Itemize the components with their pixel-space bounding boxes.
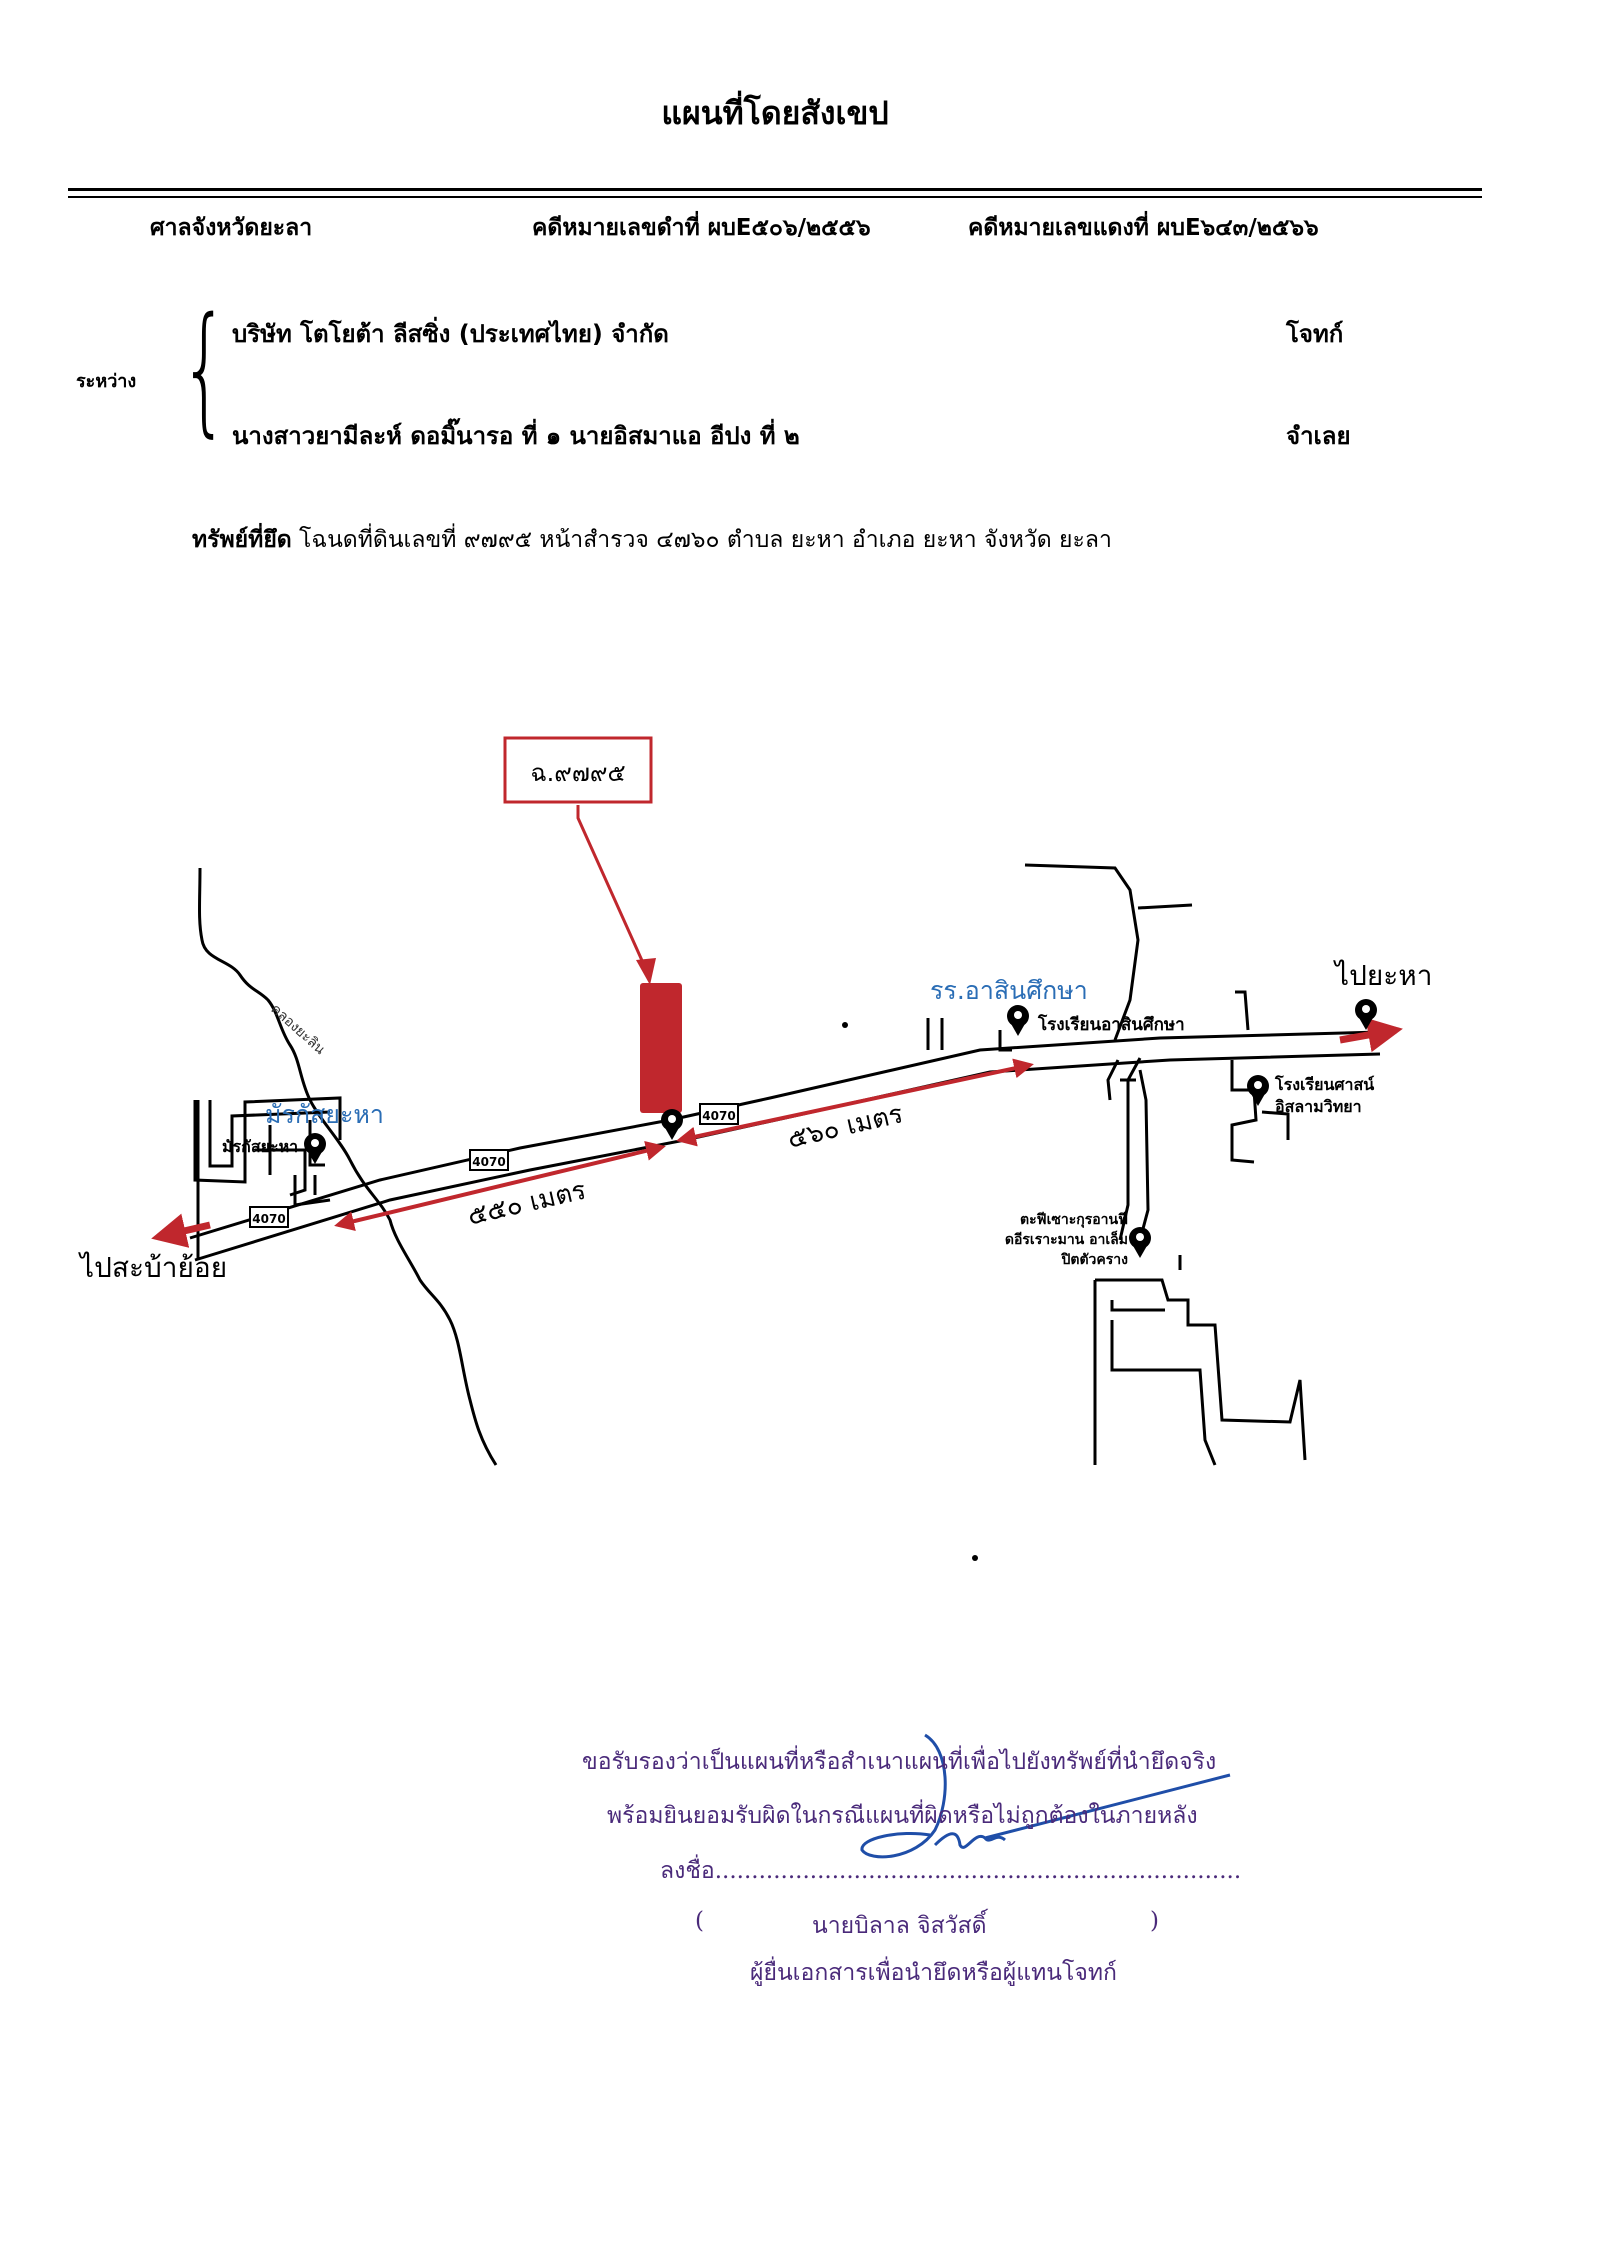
east-local-roads bbox=[926, 863, 1307, 1466]
scan-dot bbox=[842, 1022, 848, 1028]
black-case-number: คดีหมายเลขดำที่ ผบE๕๐๖/๒๕๕๖ bbox=[532, 215, 871, 241]
distance-arrow-west bbox=[334, 1141, 666, 1231]
school2-label-line2: อิสลามวิทยา bbox=[1275, 1097, 1362, 1116]
defendant-role: จำเลย bbox=[1286, 422, 1351, 450]
main-road bbox=[189, 1030, 1381, 1262]
plaintiff-name: บริษัท โตโยต้า ลีสซิ่ง (ประเทศไทย) จำกัด bbox=[232, 320, 669, 348]
mosque-blue-label: มัรกัสยะหา bbox=[265, 1100, 384, 1129]
canal-label: คลองยะลิน bbox=[267, 1001, 328, 1058]
school2-label-line1: โรงเรียนศาสน์ bbox=[1274, 1074, 1374, 1094]
distance-east-label: ๕๖๐ เมตร bbox=[785, 1099, 906, 1155]
direction-arrow-yaha bbox=[1339, 1017, 1403, 1053]
to-yaha-label: ไปยะหา bbox=[1333, 959, 1432, 992]
scan-dot bbox=[972, 1555, 978, 1561]
road-number-badge: 4070 bbox=[702, 1109, 735, 1123]
parcel-label-box bbox=[503, 736, 653, 804]
court-name: ศาลจังหวัดยะลา bbox=[150, 215, 313, 241]
signer-role: ผู้ยื่นเอกสารเพื่อนำยึดหรือผู้แทนโจทก์ bbox=[750, 1960, 1117, 1986]
yaha-pin-icon bbox=[1355, 999, 1377, 1030]
certification-line-1: ขอรับรองว่าเป็นแผนที่หรือสำเนาแผนที่เพื่… bbox=[582, 1749, 1217, 1775]
parcel-pointer-arrowhead bbox=[636, 958, 656, 985]
red-case-number: คดีหมายเลขแดงที่ ผบE๖๔๓/๒๕๖๖ bbox=[968, 215, 1319, 241]
school-blue-label: รร.อาสินศึกษา bbox=[930, 976, 1088, 1005]
page-title: แผนที่โดยสังเขป bbox=[661, 94, 889, 132]
between-label: ระหว่าง bbox=[76, 371, 137, 392]
school-pin-label: โรงเรียนอาสินศึกษา bbox=[1037, 1014, 1185, 1035]
school-pin-icon bbox=[1007, 1005, 1029, 1036]
mosque-pin-label: มัรกัสยะหา bbox=[222, 1137, 298, 1156]
mosque-pin-icon bbox=[304, 1133, 326, 1164]
direction-arrow-sabayoi bbox=[151, 1213, 211, 1248]
road-number-badge: 4070 bbox=[472, 1155, 505, 1169]
header-rule-thin bbox=[68, 196, 1482, 198]
school3-pin-icon bbox=[1129, 1227, 1151, 1258]
party-brace: { bbox=[180, 288, 229, 451]
seized-asset: ทรัพย์ที่ยึด โฉนดที่ดินเลขที่ ๙๗๙๕ หน้าส… bbox=[192, 522, 1112, 558]
parcel-label: ฉ.๙๗๙๕ bbox=[530, 759, 625, 787]
school2-pin-icon bbox=[1247, 1075, 1269, 1106]
distance-west-label: ๕๕๐ เมตร bbox=[465, 1176, 589, 1232]
distance-arrow-east bbox=[676, 1058, 1034, 1147]
road-number-badge: 4070 bbox=[252, 1212, 285, 1226]
certification-line-2: พร้อมยินยอมรับผิดในกรณีแผนที่ผิดหรือไม่ถ… bbox=[607, 1803, 1198, 1829]
west-local-roads bbox=[193, 1096, 342, 1260]
signer-close-paren: ) bbox=[1150, 1908, 1159, 1934]
parcel-marker bbox=[640, 983, 682, 1113]
signature-line: ลงชื่อ..................................… bbox=[660, 1858, 1242, 1884]
signature-mark bbox=[860, 1733, 1231, 1859]
signer-open-paren: ( bbox=[695, 1908, 704, 1934]
parcel-pointer-line bbox=[576, 805, 646, 966]
school3-label-line3: ปิตตัวคราง bbox=[1060, 1252, 1128, 1268]
defendant-name: นางสาวยามีละห์ ดอมิ๊นารอ ที่ ๑ นายอิสมาแ… bbox=[232, 422, 800, 450]
parcel-pin-icon bbox=[661, 1109, 683, 1140]
asset-description: โฉนดที่ดินเลขที่ ๙๗๙๕ หน้าสำรวจ ๔๗๖๐ ตำบ… bbox=[299, 527, 1112, 553]
school3-label-line2: ดอีรเราะมาน อาเล็ม bbox=[1005, 1230, 1128, 1248]
header-rule bbox=[68, 188, 1482, 191]
plaintiff-role: โจทก์ bbox=[1286, 320, 1344, 348]
asset-label: ทรัพย์ที่ยึด bbox=[192, 527, 292, 553]
signer-name: นายบิลาล จิสวัสดิ์ bbox=[812, 1913, 987, 1939]
school3-label-line1: ตะฟีเซาะกุรอานฟี bbox=[1020, 1212, 1128, 1228]
to-sabayoi-label: ไปสะบ้าย้อย bbox=[78, 1251, 227, 1284]
